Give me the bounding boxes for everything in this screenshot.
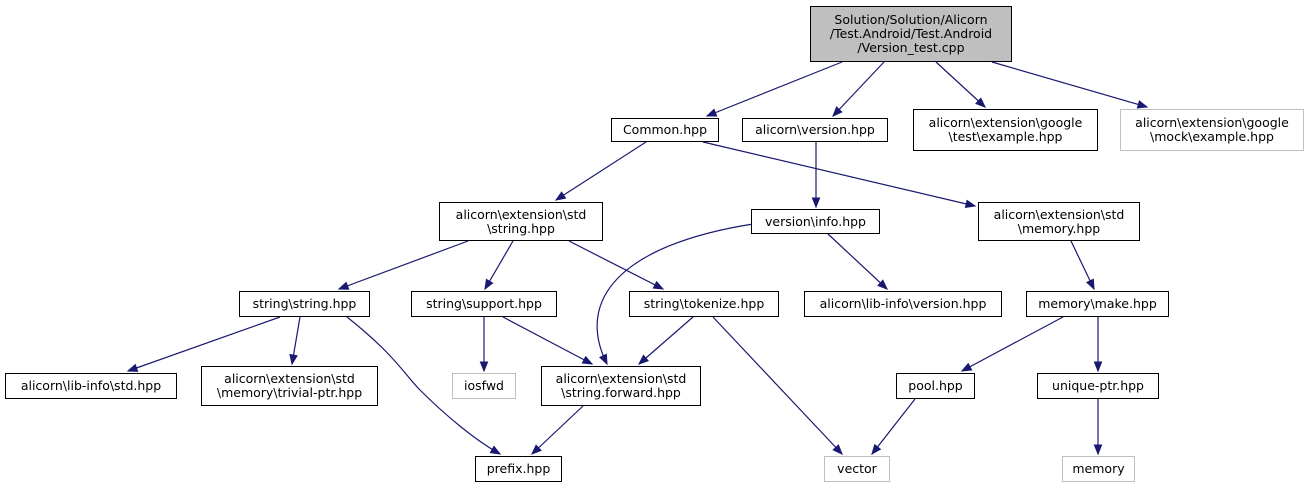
edge-pool-vector bbox=[871, 398, 916, 455]
node-root-line-2: /Test.Android/Test.Android bbox=[829, 26, 993, 41]
node-memory-make-label: memory\make.hpp bbox=[1038, 296, 1157, 311]
edge-common-stdmemory bbox=[702, 141, 976, 207]
node-string-tokenize[interactable]: string\tokenize.hpp bbox=[629, 291, 779, 317]
node-std-memory-line-2: \memory.hpp bbox=[1017, 220, 1101, 236]
arrowhead-stringstring-libinfostd bbox=[126, 363, 139, 372]
node-string-forward-line-2: \string.forward.hpp bbox=[561, 385, 681, 400]
arrowhead-root-common bbox=[705, 108, 718, 117]
node-memory-label: memory bbox=[1072, 461, 1125, 476]
node-gtest-line-2: \test\example.hpp bbox=[948, 129, 1063, 144]
node-prefix-label: prefix.hpp bbox=[486, 461, 551, 476]
edge-root-gmock bbox=[991, 61, 1148, 108]
edge-make-pool bbox=[961, 316, 1064, 372]
node-root-line-1: Solution/Solution/Alicorn bbox=[834, 12, 988, 27]
arrowhead-root-gtest bbox=[975, 97, 986, 108]
node-root[interactable]: Solution/Solution/Alicorn/Test.Android/T… bbox=[810, 6, 1012, 62]
node-trivial-ptr-line-1: alicorn\extension\std bbox=[224, 371, 355, 386]
edge-stdstring-tokenize bbox=[568, 240, 664, 290]
node-pool-label: pool.hpp bbox=[908, 378, 963, 393]
node-trivial-ptr-line-2: \memory\trivial-ptr.hpp bbox=[216, 385, 363, 400]
arrowhead-stringstring-trivial bbox=[289, 353, 298, 366]
node-iosfwd-label: iosfwd bbox=[464, 378, 504, 393]
arrowhead-common-stdstring bbox=[554, 191, 567, 201]
arrowhead-make-uniqueptr bbox=[1093, 361, 1103, 373]
node-version-label: alicorn\version.hpp bbox=[755, 122, 875, 137]
node-vector[interactable]: vector bbox=[824, 456, 890, 482]
arrowhead-stdstring-support bbox=[484, 278, 494, 291]
node-iosfwd[interactable]: iosfwd bbox=[452, 373, 516, 399]
node-gtest-line-1: alicorn\extension\google bbox=[928, 115, 1083, 130]
arrowhead-tokenize-vector bbox=[832, 444, 843, 455]
arrowhead-support-forward bbox=[581, 355, 594, 365]
arrowhead-stringstring-prefix bbox=[489, 445, 502, 455]
node-prefix[interactable]: prefix.hpp bbox=[475, 456, 562, 482]
edge-root-gtest bbox=[935, 61, 986, 108]
node-std-string-line-1: alicorn\extension\std bbox=[455, 206, 587, 222]
arrowhead-stdstring-tokenize bbox=[652, 280, 665, 290]
node-string-forward[interactable]: alicorn\extension\std\string.forward.hpp bbox=[541, 366, 701, 406]
arrowhead-stdstring-stringstring bbox=[337, 281, 350, 290]
arrowhead-version-info bbox=[811, 197, 821, 209]
edge-stdstring-stringstring bbox=[338, 240, 469, 290]
arrowhead-uniqueptr-memory bbox=[1093, 444, 1103, 456]
node-version[interactable]: alicorn\version.hpp bbox=[742, 118, 888, 142]
node-trivial-ptr[interactable]: alicorn\extension\std\memory\trivial-ptr… bbox=[201, 366, 378, 406]
edge-tokenize-vector bbox=[712, 316, 843, 455]
node-std-string[interactable]: alicorn\extension\std\string.hpp bbox=[439, 202, 603, 241]
node-string-string[interactable]: string\string.hpp bbox=[239, 291, 370, 317]
arrowhead-info-forward bbox=[598, 353, 608, 366]
node-string-string-label: string\string.hpp bbox=[252, 296, 357, 311]
node-root-line-3: /Version_test.cpp bbox=[857, 40, 965, 55]
edge-root-version bbox=[832, 61, 885, 117]
node-common[interactable]: Common.hpp bbox=[611, 118, 719, 142]
arrowhead-info-libinfo bbox=[877, 279, 888, 290]
node-string-support[interactable]: string\support.hpp bbox=[411, 291, 557, 317]
node-string-tokenize-label: string\tokenize.hpp bbox=[643, 296, 765, 311]
arrowhead-root-gmock bbox=[1136, 100, 1149, 109]
node-libinfo-version[interactable]: alicorn\lib-info\version.hpp bbox=[804, 291, 1002, 317]
node-string-forward-line-1: alicorn\extension\std bbox=[555, 371, 687, 386]
node-gmock-line-2: \mock\example.hpp bbox=[1150, 129, 1274, 144]
edge-tokenize-forward bbox=[638, 316, 694, 365]
node-info-label: version\info.hpp bbox=[765, 213, 866, 229]
node-gmock[interactable]: alicorn\extension\google\mock\example.hp… bbox=[1120, 109, 1304, 151]
node-unique-ptr-label: unique-ptr.hpp bbox=[1052, 378, 1144, 393]
arrowhead-forward-prefix bbox=[531, 444, 542, 455]
arrowhead-stdmemory-make bbox=[1085, 278, 1095, 291]
edge-forward-prefix bbox=[531, 405, 584, 455]
node-libinfo-std[interactable]: alicorn\lib-info\std.hpp bbox=[5, 373, 177, 399]
edge-info-forward bbox=[596, 223, 754, 365]
edge-info-libinfo bbox=[827, 233, 888, 290]
arrowhead-pool-vector bbox=[871, 443, 882, 456]
arrowhead-make-pool bbox=[960, 362, 973, 372]
node-unique-ptr[interactable]: unique-ptr.hpp bbox=[1037, 373, 1159, 399]
node-string-support-label: string\support.hpp bbox=[426, 296, 542, 311]
node-libinfo-std-label: alicorn\lib-info\std.hpp bbox=[20, 378, 162, 393]
edge-common-stdstring bbox=[555, 141, 647, 201]
node-common-label: Common.hpp bbox=[622, 122, 708, 137]
node-memory-make[interactable]: memory\make.hpp bbox=[1026, 291, 1169, 317]
node-gtest[interactable]: alicorn\extension\google\test\example.hp… bbox=[913, 109, 1098, 151]
arrowhead-common-stdmemory bbox=[964, 199, 977, 209]
edge-stringstring-libinfostd bbox=[127, 316, 281, 372]
node-libinfo-version-label: alicorn\lib-info\version.hpp bbox=[819, 296, 987, 311]
arrowhead-support-iosfwd bbox=[479, 361, 489, 373]
edge-support-forward bbox=[502, 316, 593, 365]
edge-root-common bbox=[706, 61, 843, 117]
node-info[interactable]: version\info.hpp bbox=[751, 209, 880, 234]
node-memory[interactable]: memory bbox=[1062, 456, 1135, 482]
node-vector-label: vector bbox=[837, 461, 877, 476]
node-pool[interactable]: pool.hpp bbox=[896, 373, 975, 399]
node-std-memory[interactable]: alicorn\extension\std\memory.hpp bbox=[978, 202, 1140, 241]
arrowhead-root-version bbox=[832, 106, 843, 117]
node-std-memory-line-1: alicorn\extension\std bbox=[993, 206, 1125, 222]
node-std-string-line-2: \string.hpp bbox=[487, 220, 555, 236]
edge-stringstring-prefix bbox=[346, 316, 501, 455]
node-gmock-line-1: alicorn\extension\google bbox=[1135, 115, 1289, 130]
arrowhead-tokenize-forward bbox=[637, 354, 650, 365]
